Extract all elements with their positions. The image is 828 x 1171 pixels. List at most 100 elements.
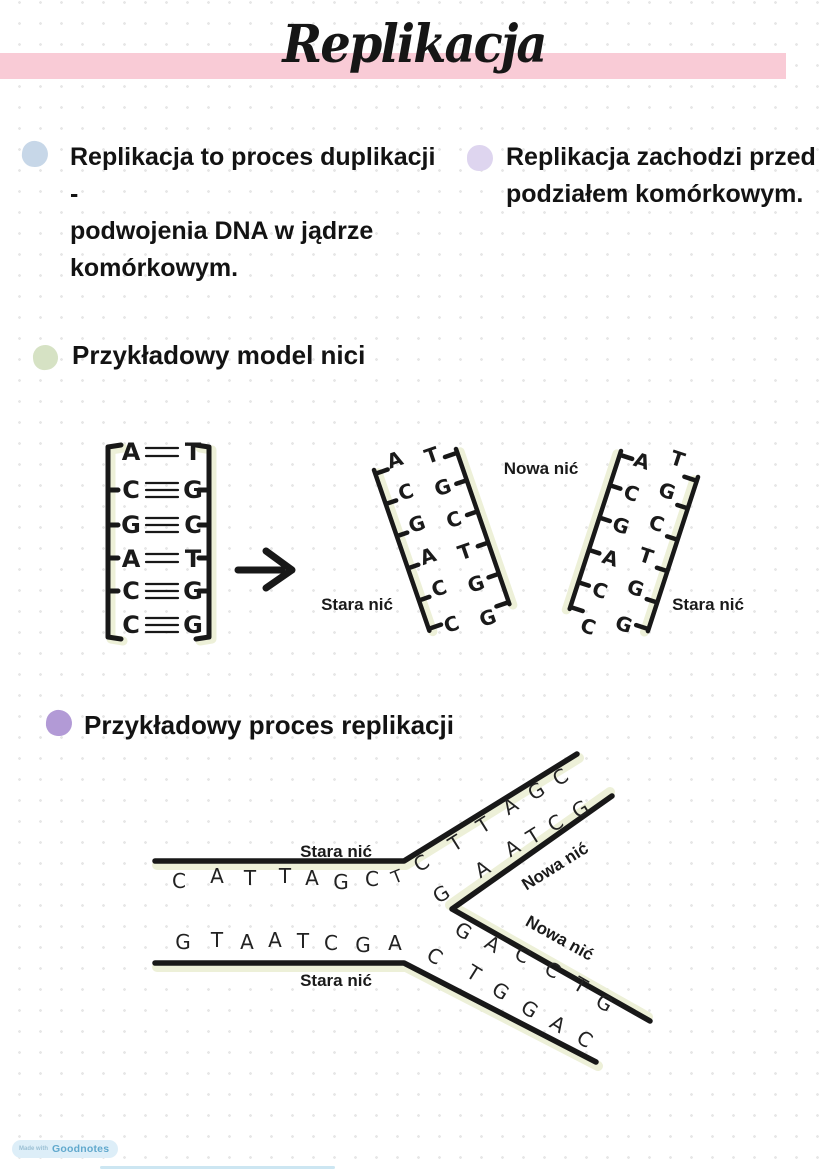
base-letter: G [476, 604, 499, 632]
base-letter: A [631, 447, 654, 475]
base-letter: G [183, 577, 203, 605]
base-letter: G [624, 574, 647, 602]
base-letter: G [333, 870, 349, 894]
note-line: komórkowym. [70, 254, 239, 282]
base-letter: A [122, 545, 141, 573]
replication-fork-diagram: C A T T A G C T C T T A G C G A A T C G … [152, 751, 653, 1071]
base-letter: T [278, 864, 292, 888]
base-letter: G [656, 477, 679, 505]
base-letter: C [422, 942, 447, 970]
bond-lines-row4 [144, 552, 180, 564]
base-letter: T [185, 438, 202, 466]
base-letter: A [599, 544, 622, 572]
base-letter: G [405, 510, 428, 538]
base-letter: T [243, 866, 257, 890]
note-line: podwojenia DNA w jądrze [70, 217, 374, 245]
base-letter: A [122, 438, 141, 466]
base-letter: C [621, 480, 642, 507]
process-section-heading: Przykładowy proces replikacji [84, 710, 454, 740]
template-strand-top [152, 751, 580, 864]
base-letter: C [122, 476, 140, 504]
base-letter: G [517, 995, 543, 1024]
strand-highlight [152, 753, 584, 870]
base-letter: T [636, 542, 657, 569]
model-section-heading: Przykładowy model nici [72, 340, 366, 370]
base-letter: G [431, 473, 454, 501]
bullet-dot-blue [20, 139, 50, 169]
base-letter: A [305, 866, 319, 890]
base-letter: T [185, 545, 202, 573]
base-letter: G [175, 930, 191, 954]
strand-label-new: Nowa nić [504, 459, 579, 478]
base-letter: C [441, 610, 463, 637]
strand-highlight [561, 449, 622, 615]
base-letter: C [172, 869, 186, 893]
base-letter: T [296, 929, 310, 953]
strand-backbone [567, 448, 635, 614]
base-letter: C [589, 577, 610, 604]
goodnotes-badge: Made with Goodnotes [12, 1140, 119, 1158]
strand-backbone [442, 446, 512, 609]
bond-lines-row2 [144, 481, 180, 499]
ladder-left-bracket [105, 442, 124, 642]
strand-highlight [373, 468, 438, 637]
base-letter: T [667, 445, 688, 472]
note-timing: Replikacja zachodzi przed podziałem komó… [506, 139, 826, 213]
base-letter: A [481, 930, 505, 958]
base-letter: A [240, 930, 254, 954]
strand-backbone [371, 467, 444, 633]
base-letter: A [388, 931, 402, 955]
new-strands-fork [449, 793, 653, 1024]
base-letter: C [122, 611, 140, 639]
bond-lines-row5 [144, 582, 180, 600]
strand-backbone [633, 474, 701, 634]
base-letter: C [122, 577, 140, 605]
ladder-right-bracket [193, 442, 212, 642]
base-letter: G [488, 977, 514, 1006]
base-letter: T [421, 442, 442, 469]
base-letter: C [428, 575, 450, 602]
template-strand-bottom [152, 960, 599, 1065]
bottom-pen-line [100, 1166, 335, 1169]
bond-lines-row6 [144, 616, 180, 634]
base-letter: C [577, 613, 598, 640]
strand-label-old: Stara nić [300, 842, 372, 861]
title-highlight-band [0, 53, 786, 79]
base-letter: G [609, 512, 632, 540]
made-with-label: Made with [19, 1146, 49, 1152]
note-line: podziałem komórkowym. [506, 180, 804, 208]
note-definition: Replikacja to proces duplikacji - podwoj… [70, 139, 450, 287]
base-letter: C [443, 506, 465, 533]
bullet-dot-green [31, 343, 60, 372]
note-line: Replikacja zachodzi przed [506, 143, 816, 171]
page-title: Replikacja [282, 14, 547, 75]
base-letter: A [210, 864, 224, 888]
base-letter: T [455, 538, 476, 565]
base-letter: A [546, 1010, 571, 1038]
strand-highlight [639, 475, 699, 637]
base-letter: T [210, 928, 224, 952]
strand-highlight [455, 447, 518, 610]
strand-label-old: Stara nić [321, 595, 393, 614]
arrow-icon [234, 547, 296, 592]
old-strand-right: T G C T G G [612, 445, 701, 638]
goodnotes-logo: Goodnotes [52, 1143, 110, 1155]
base-letter: C [395, 478, 417, 505]
bullet-dot-lavender [467, 145, 493, 171]
base-letter: C [646, 510, 667, 537]
base-letter: G [183, 476, 203, 504]
base-letter: G [464, 570, 487, 598]
base-letter: C [324, 931, 338, 955]
dna-model-diagram: A T C G G C A T C G C G A C G A C C T G [105, 438, 744, 646]
base-letter: T [461, 959, 486, 987]
base-letter: A [268, 928, 282, 952]
base-letter: C [365, 867, 379, 891]
base-letter: G [355, 933, 371, 957]
new-strand-left: T G C T G G [421, 442, 518, 632]
base-letter: G [183, 611, 203, 639]
bullet-dot-purple [44, 708, 74, 738]
strand-label-old: Stara nić [300, 971, 372, 990]
strand-label-old: Stara nić [672, 595, 744, 614]
note-line: Replikacja to proces duplikacji - [70, 143, 436, 208]
